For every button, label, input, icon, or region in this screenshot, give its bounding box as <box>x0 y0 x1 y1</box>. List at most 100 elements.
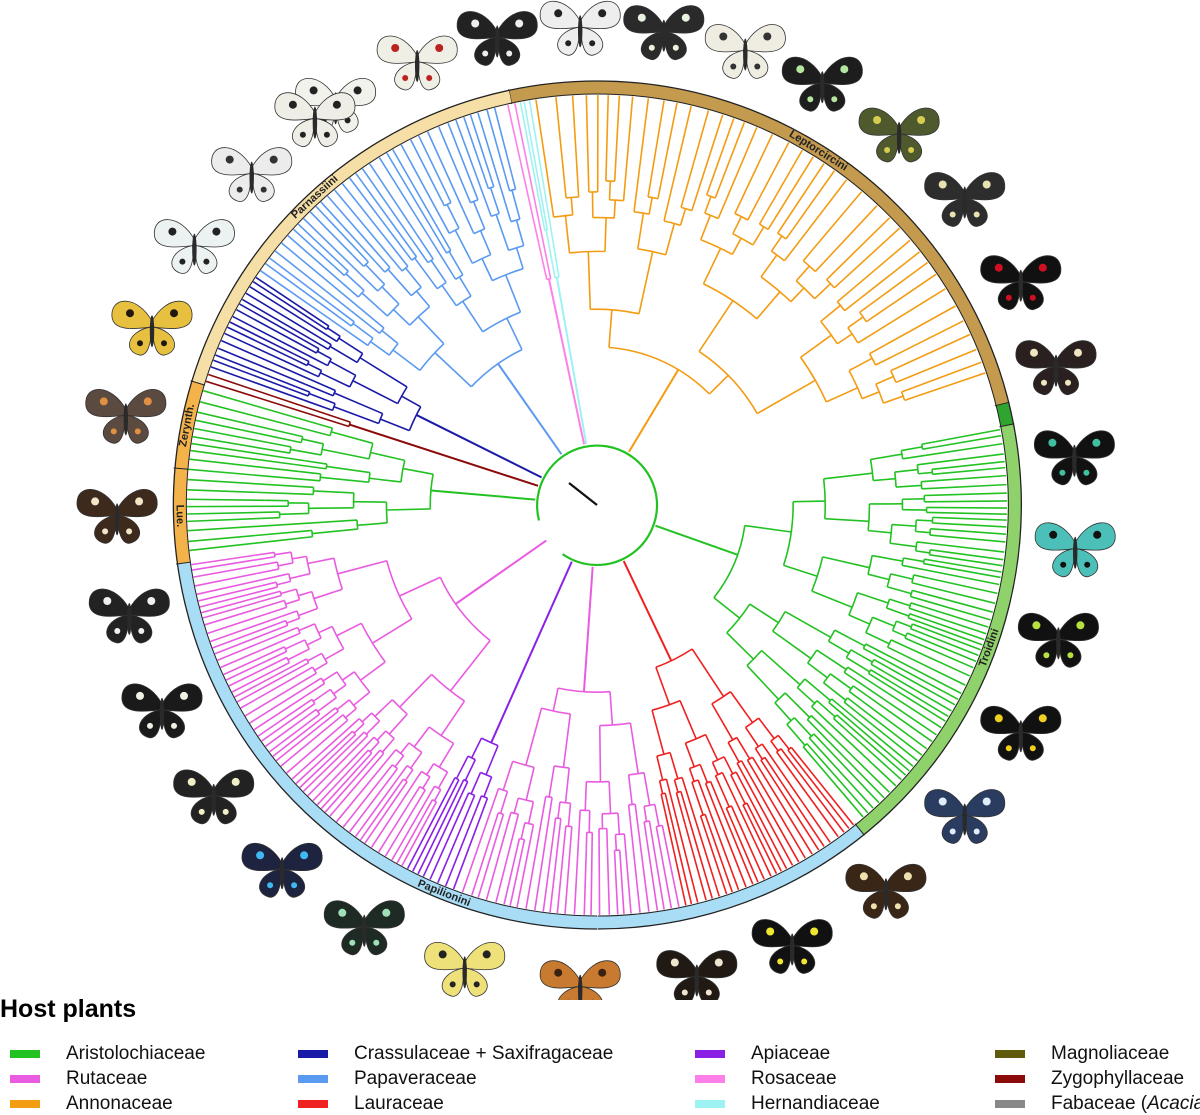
tree-branch <box>331 431 374 445</box>
tree-branch <box>547 797 553 822</box>
tree-node-arc <box>628 771 645 776</box>
tree-tip <box>742 773 794 866</box>
tree-branch <box>353 731 365 743</box>
legend-item: Magnoliaceae <box>995 1043 1169 1065</box>
tree-branch <box>806 719 826 739</box>
tree-node-arc <box>519 837 525 841</box>
tree-tip <box>269 722 309 753</box>
tree-branch <box>502 195 512 222</box>
tree-node-arc <box>689 763 701 770</box>
tree-node-arc <box>726 805 732 809</box>
tree-stem <box>655 524 739 556</box>
tree-node-arc <box>512 760 535 769</box>
tree-branch <box>438 743 455 768</box>
tree-tip <box>477 829 500 898</box>
tree-tip <box>614 95 621 170</box>
tree-branch <box>847 697 862 709</box>
tree-branch <box>548 765 555 798</box>
birdwing-icon <box>1034 522 1116 578</box>
tree-branch <box>470 737 483 759</box>
tree-tip <box>187 488 284 495</box>
tree-branch <box>883 395 904 404</box>
swallowtail-icon <box>845 863 927 919</box>
clade-divider <box>176 561 192 565</box>
tree-tip <box>830 724 897 787</box>
tree-node-arc <box>565 825 572 828</box>
tree-tip <box>812 757 864 818</box>
tree-node-arc <box>419 785 426 791</box>
tree-tip <box>210 366 304 401</box>
tree-tip <box>260 270 340 326</box>
tree-branch <box>430 259 447 283</box>
tree-node-arc <box>777 232 787 240</box>
tree-node-arc <box>569 250 606 254</box>
tree-branch <box>274 551 292 556</box>
tree-branch <box>308 506 354 510</box>
tree-branch <box>891 523 916 527</box>
tree-node-arc <box>732 233 754 246</box>
legend-swatch <box>298 1100 328 1108</box>
tree-tip <box>651 836 665 910</box>
tree-branch <box>643 821 648 840</box>
tree-branch <box>746 802 756 820</box>
tree-branch <box>278 632 301 644</box>
tree-branch <box>664 792 674 824</box>
tree-branch <box>324 648 345 661</box>
tree-branch <box>283 492 314 496</box>
tree-tip <box>364 797 397 844</box>
tree-node-arc <box>386 560 413 620</box>
tree-branch <box>277 626 298 637</box>
legend-item: Rutaceae <box>10 1068 147 1090</box>
tree-branch <box>333 392 383 415</box>
tree-tip <box>892 320 964 358</box>
tree-tip <box>519 102 540 200</box>
tree-branch <box>482 173 490 189</box>
swallowtail-icon <box>424 942 506 997</box>
tree-tip <box>849 239 911 292</box>
tree-branch <box>302 698 313 707</box>
tree-branch <box>257 581 277 588</box>
tree-branch <box>705 183 712 196</box>
tree-branch <box>929 554 938 557</box>
tree-branch <box>310 421 333 429</box>
tree-branch <box>623 833 627 849</box>
tree-tip <box>192 435 270 451</box>
tree-node-arc <box>885 598 891 609</box>
tree-node-arc <box>911 574 915 583</box>
tree-branch <box>873 477 896 482</box>
tree-tip <box>549 835 560 913</box>
tree-branch <box>643 772 651 806</box>
tree-node-arc <box>909 590 914 597</box>
tree-branch <box>598 725 602 782</box>
tree-branch <box>289 572 311 580</box>
tree-branch <box>288 662 309 675</box>
tree-tip <box>195 419 280 439</box>
tree-branch <box>315 519 358 524</box>
tree-branch <box>405 267 422 288</box>
tree-branch <box>359 661 386 681</box>
tree-branch <box>711 762 719 775</box>
tree-branch <box>415 290 431 308</box>
tree-branch <box>604 217 607 252</box>
tree-branch <box>702 247 722 285</box>
tree-tip <box>236 672 290 703</box>
tree-branch <box>588 810 591 833</box>
legend-title: Host plants <box>0 995 137 1023</box>
tree-branch <box>557 801 561 819</box>
tree-branch <box>260 516 280 520</box>
tree-branch <box>780 748 799 772</box>
tree-tip <box>196 576 274 596</box>
tree-branch <box>906 632 918 638</box>
tree-branch <box>481 192 492 217</box>
tree-tip <box>307 743 360 797</box>
tree-tip <box>326 195 375 250</box>
tree-tip <box>463 116 484 174</box>
tree-tip <box>223 650 275 676</box>
tree-node-arc <box>290 552 294 564</box>
tree-tip <box>249 286 320 331</box>
tree-branch <box>663 196 671 222</box>
tree-branch <box>820 304 841 323</box>
tree-branch <box>357 250 369 263</box>
tree-tip <box>573 825 581 915</box>
tree-branch <box>916 519 933 522</box>
